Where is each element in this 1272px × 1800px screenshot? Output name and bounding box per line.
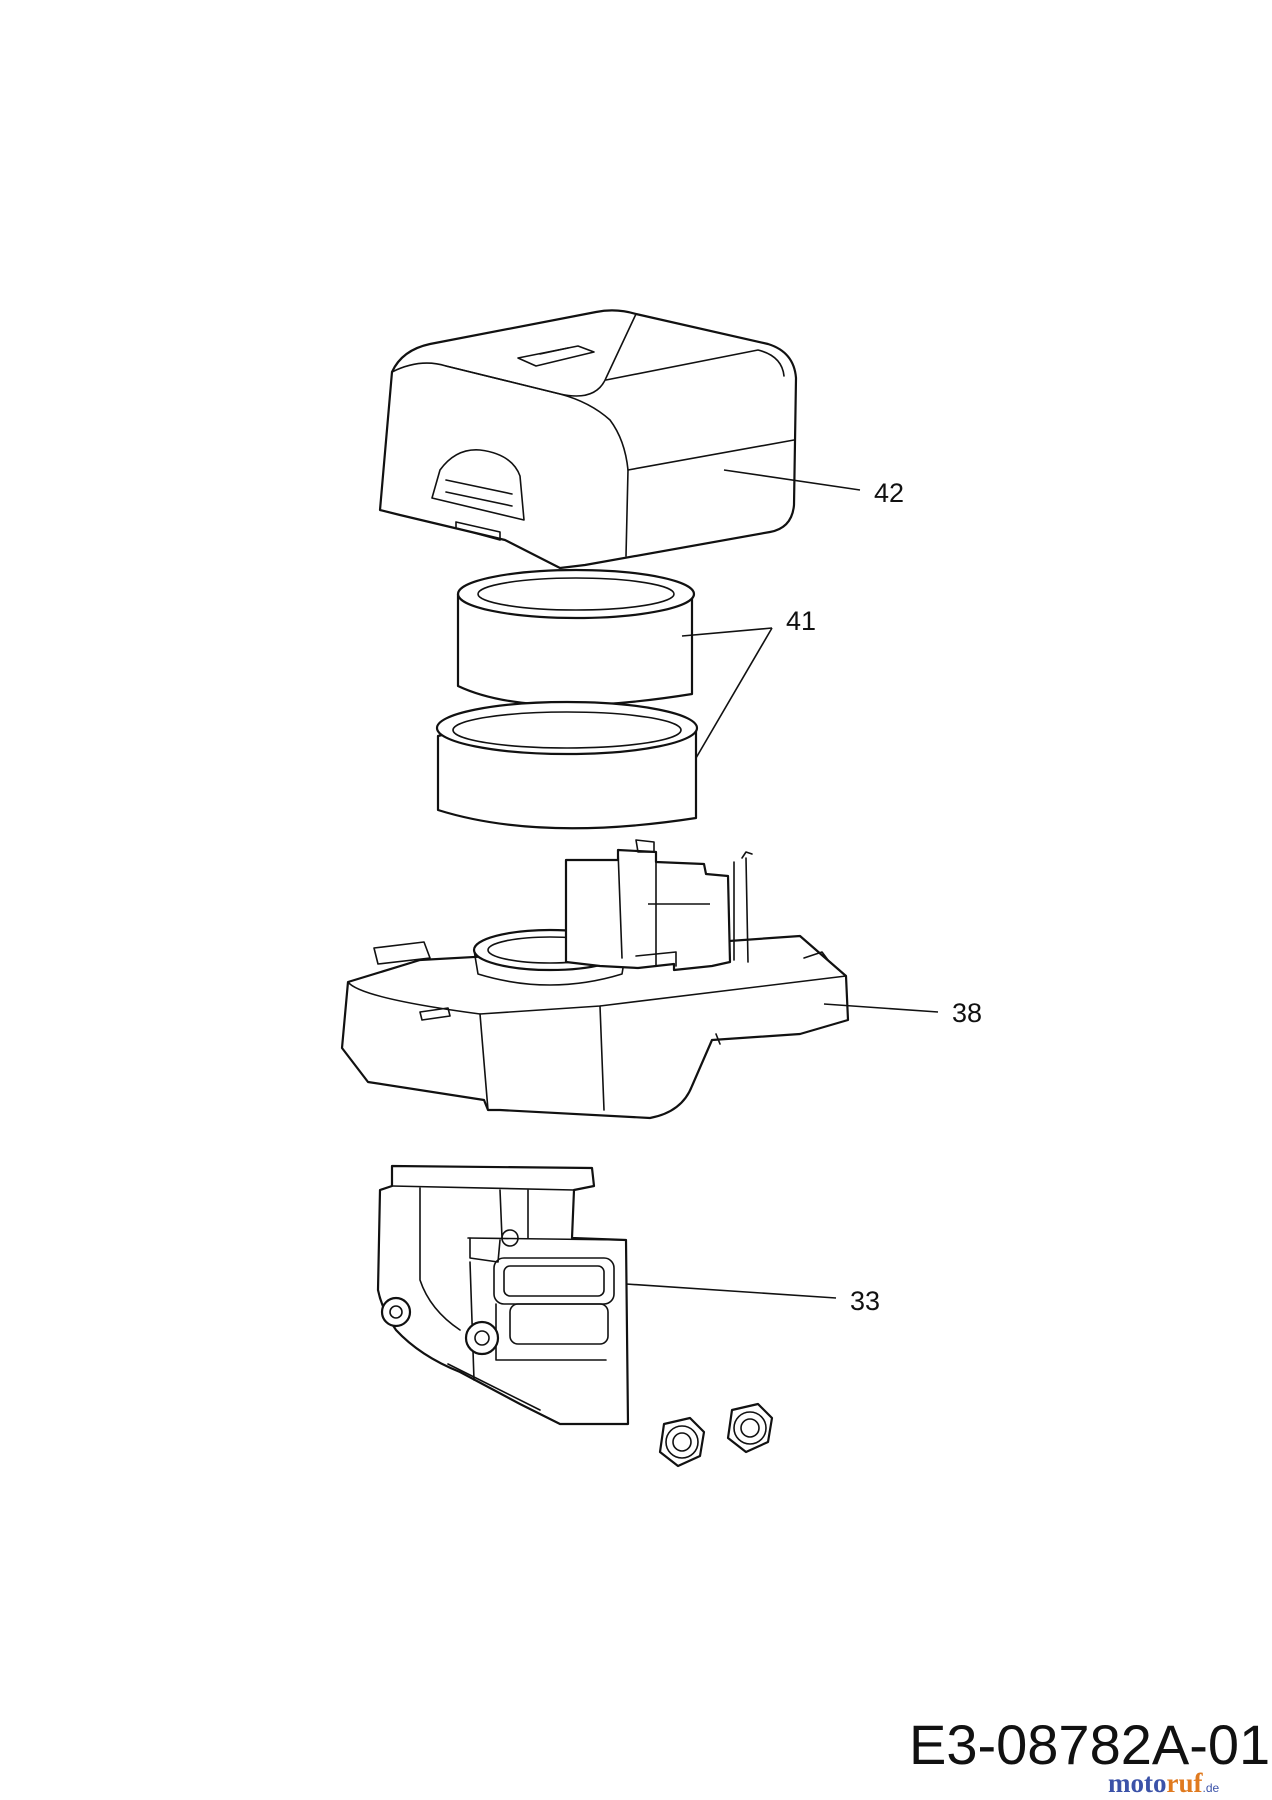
watermark-part1: moto (1108, 1768, 1167, 1798)
hex-nut-left (658, 1416, 706, 1468)
leader-41-lower (695, 627, 773, 759)
callout-42: 42 (874, 478, 904, 508)
watermark-suffix: .de (1202, 1781, 1220, 1795)
leader-42 (723, 469, 861, 491)
part-38-air-filter-base (340, 839, 850, 1120)
leader-41-upper (681, 627, 773, 637)
watermark-part2: ruf (1166, 1768, 1203, 1798)
part-41-foam-filter-lower (435, 700, 699, 830)
hex-nut-right (726, 1402, 774, 1454)
callout-33: 33 (850, 1286, 880, 1316)
drawing-number: E3-08782A-01 (909, 1713, 1271, 1776)
leader-38 (823, 1003, 939, 1013)
part-41-foam-filter-upper (456, 568, 696, 707)
part-33-intake-elbow (376, 1164, 630, 1426)
watermark-logo: motoruf.de (1108, 1768, 1219, 1799)
leader-33 (625, 1283, 837, 1299)
callout-38: 38 (952, 998, 982, 1028)
callout-41: 41 (786, 606, 816, 636)
part-42-air-filter-cover (378, 309, 798, 570)
